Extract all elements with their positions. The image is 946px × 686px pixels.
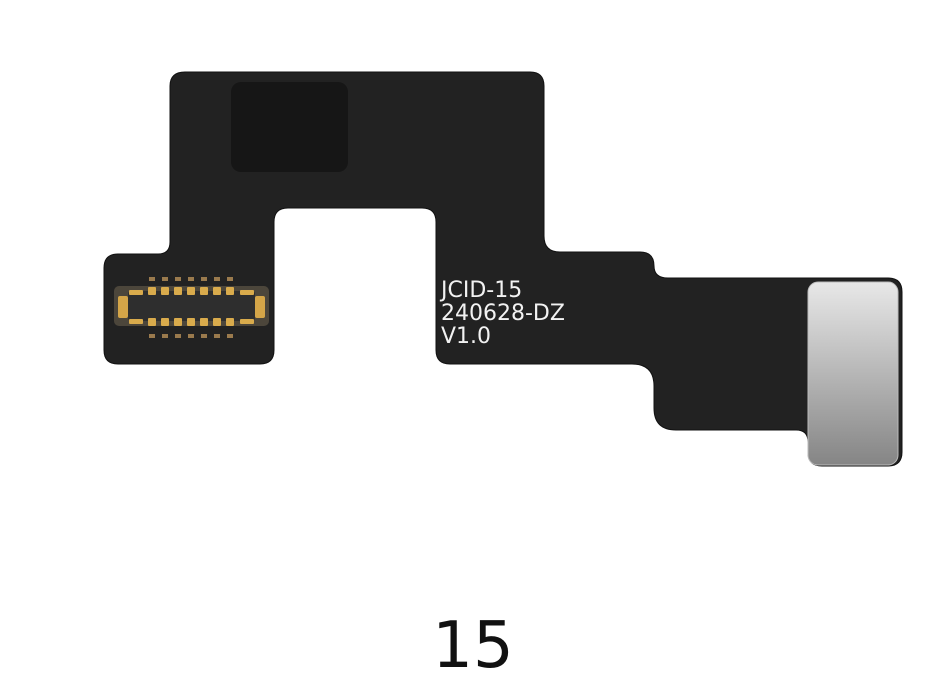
caption-label: 15 bbox=[432, 609, 514, 683]
silkscreen-label: JCID-15 240628-DZ V1.0 bbox=[441, 279, 565, 348]
date-code-text: 240628-DZ bbox=[441, 301, 565, 326]
board-connector-icon bbox=[114, 277, 269, 338]
pcb-outline bbox=[103, 71, 903, 467]
chip-icon bbox=[231, 82, 348, 172]
version-text: V1.0 bbox=[441, 324, 492, 349]
model-text: JCID-15 bbox=[441, 278, 523, 303]
contact-pad bbox=[807, 281, 899, 466]
